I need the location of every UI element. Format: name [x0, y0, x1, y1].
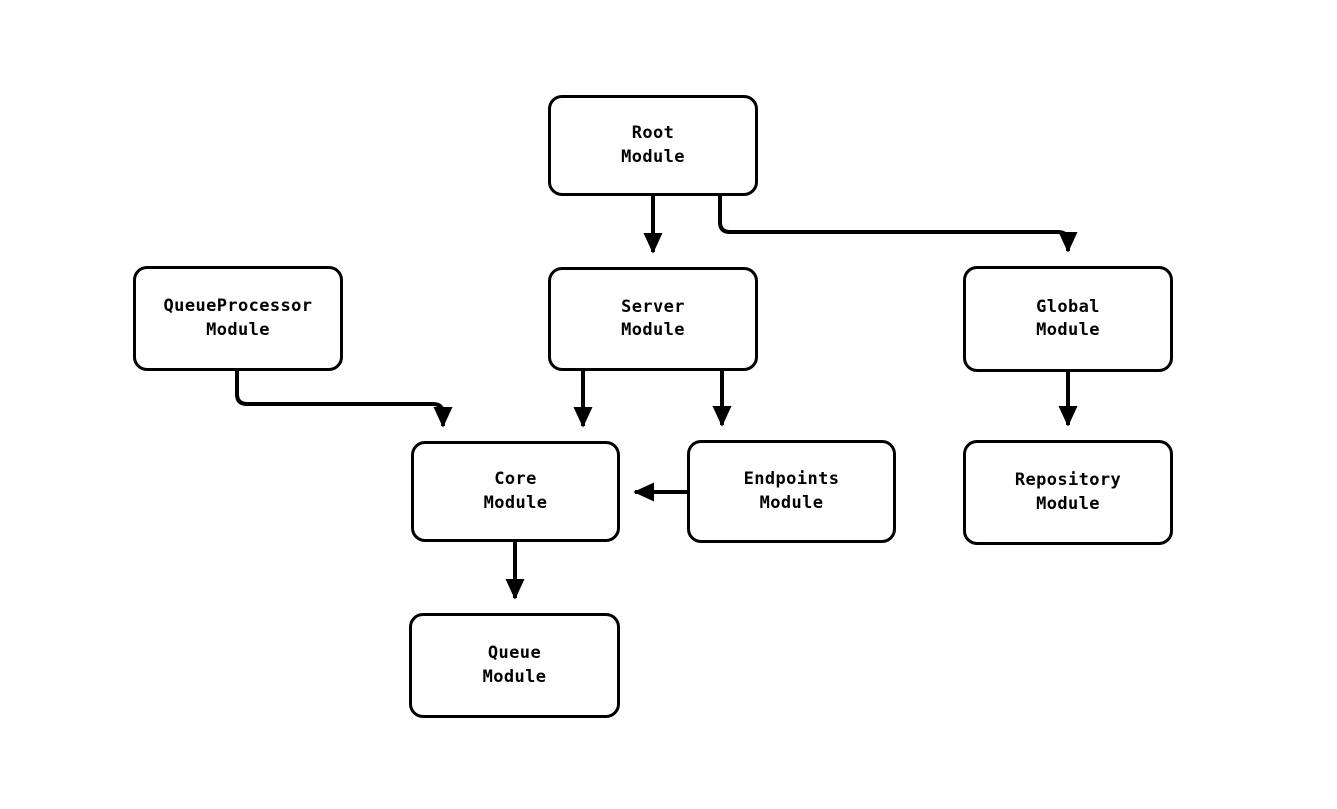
edge-queueprocessor-core [235, 371, 453, 428]
node-server[interactable]: Server Module [548, 267, 758, 371]
node-core[interactable]: Core Module [411, 441, 620, 542]
node-core-line2: Module [483, 492, 548, 513]
node-endpoints-line1: Endpoints [743, 469, 840, 490]
node-repository-line2: Module [1036, 493, 1100, 514]
node-server-line2: Module [621, 320, 685, 340]
node-global-line2: Module [1036, 320, 1100, 340]
node-repository-line1: Repository [1014, 470, 1122, 491]
node-server-line1: Server [621, 296, 685, 317]
node-queue-line1: Queue [487, 643, 542, 664]
node-global[interactable]: Global Module [963, 266, 1173, 372]
node-root-line1: Root [631, 123, 675, 144]
node-root-line2: Module [621, 146, 685, 167]
node-endpoints-line2: Module [759, 492, 824, 513]
edge-root-global [718, 196, 1078, 253]
node-queue-line2: Module [482, 666, 547, 687]
node-root[interactable]: Root Module [548, 95, 758, 196]
node-queueprocessor-line2: Module [206, 319, 270, 340]
node-queueprocessor-line1: QueueProcessor [163, 296, 313, 317]
node-global-line1: Global [1036, 296, 1100, 317]
node-queue[interactable]: Queue Module [409, 613, 620, 718]
node-repository[interactable]: Repository Module [963, 440, 1173, 545]
node-endpoints[interactable]: Endpoints Module [687, 440, 896, 543]
node-core-line1: Core [494, 469, 537, 490]
node-queueprocessor[interactable]: QueueProcessor Module [133, 266, 343, 371]
